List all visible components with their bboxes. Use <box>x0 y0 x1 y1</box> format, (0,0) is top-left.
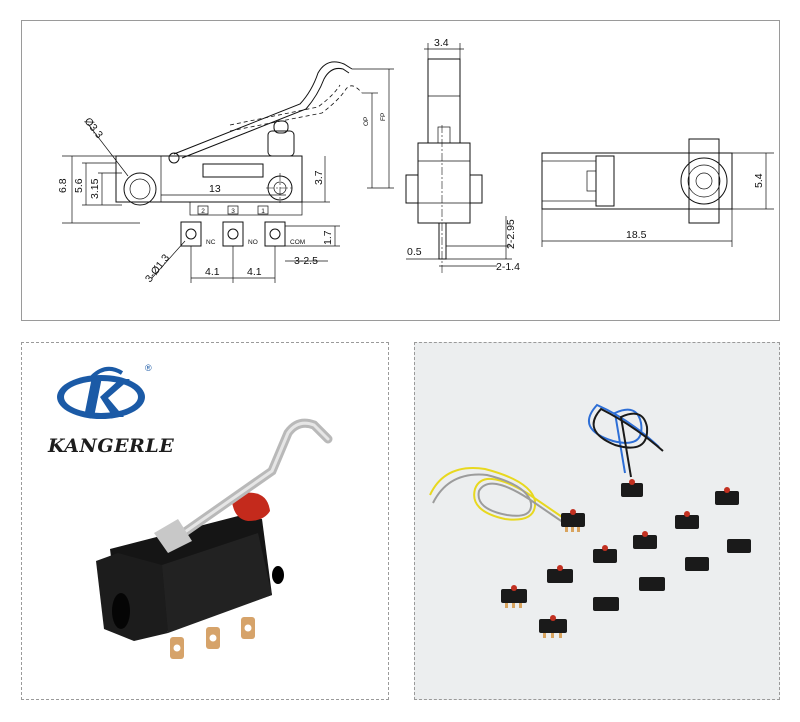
brand-logo <box>57 366 145 419</box>
dim-fp: FP <box>380 113 387 121</box>
side-view: 2 3 1 NC NO COM 13 6.8 5.6 <box>57 61 394 285</box>
technical-drawing-panel: 2 3 1 NC NO COM 13 6.8 5.6 <box>21 20 780 321</box>
dim-pitch-right: 4.1 <box>247 266 262 278</box>
end-circle-outer <box>680 157 728 205</box>
brand-name: KANGERLE <box>48 435 175 457</box>
microswitch-photo <box>96 418 333 659</box>
dim-hole-diameter: Ø3.3 <box>82 115 106 140</box>
terminal-label-com: COM <box>290 239 305 246</box>
dim-terminal-height: 1.7 <box>322 230 334 245</box>
product-range-photo <box>429 403 751 638</box>
product-panel: KANGERLE ® <box>21 342 389 700</box>
terminal-no <box>222 221 244 247</box>
dim-op: OP <box>363 117 370 126</box>
yellow-wire <box>429 467 566 521</box>
front-pin <box>438 222 447 260</box>
technical-drawing: 2 3 1 NC NO COM 13 6.8 5.6 <box>57 37 774 285</box>
dim-top-width: 3.4 <box>434 37 449 49</box>
lever-operated-position <box>229 85 363 132</box>
dim-pitch-left: 4.1 <box>205 266 220 278</box>
actuator-button <box>267 130 295 157</box>
terminal-label-no: NO <box>248 239 258 246</box>
terminal-number-3: 3 <box>231 208 235 215</box>
mount-bracket <box>115 155 162 203</box>
dim-end-height: 5.4 <box>753 173 765 188</box>
dim-end-width: 18.5 <box>626 229 647 241</box>
dim-hole-offset: 3.15 <box>89 178 101 199</box>
front-view: 3.4 2-2.95 0.5 2-1.4 <box>405 37 520 273</box>
dim-height-total: 6.8 <box>57 178 69 193</box>
mount-hole-inner <box>129 178 151 200</box>
terminal-number-2: 2 <box>201 208 205 215</box>
dim-pin-offset: 0.5 <box>407 246 422 258</box>
dim-pin-width: 2-1.4 <box>496 261 520 273</box>
terminal-number-1: 1 <box>261 208 265 215</box>
product-photo <box>57 366 333 659</box>
blue-wire <box>587 403 660 474</box>
end-body <box>541 152 733 210</box>
mount-hole-outer <box>123 172 157 206</box>
front-lever <box>427 58 461 144</box>
dim-terminal-hole: 3-Ø1.3 <box>143 252 172 285</box>
registered-mark: ® <box>145 363 152 373</box>
dim-right-height: 3.7 <box>313 170 325 185</box>
lever-arm <box>173 61 353 155</box>
end-view: 5.4 18.5 <box>541 138 774 247</box>
dim-terminal-width: 3-2.5 <box>294 255 318 267</box>
terminal-com <box>264 221 286 247</box>
dim-pin-length: 2-2.95 <box>505 219 517 249</box>
dim-length: 13 <box>209 183 221 195</box>
product-range-panel <box>414 342 780 700</box>
switch-variants <box>501 483 751 633</box>
label-window <box>202 163 264 178</box>
dim-height-mid: 5.6 <box>73 178 85 193</box>
terminal-label-nc: NC <box>206 239 216 246</box>
front-body <box>417 142 471 224</box>
